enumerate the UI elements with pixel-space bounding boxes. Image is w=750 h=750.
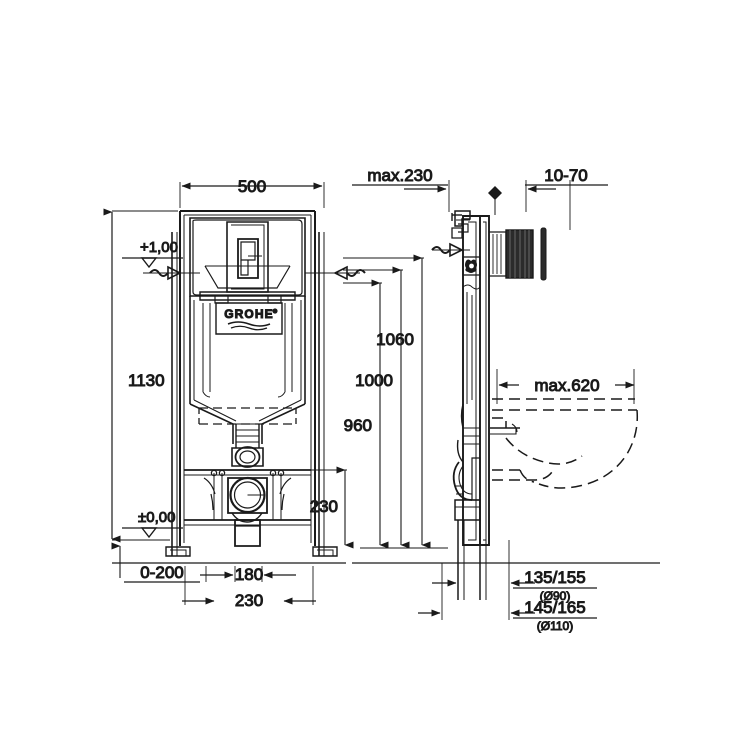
dim-0-200: 0-200 [111,542,200,583]
dim-height-1130: 1130 [103,208,178,543]
dim-1130-label: 1130 [128,371,165,390]
break-symbol-left [143,266,200,280]
dim-145-165-label: 145/165 [524,598,585,617]
dim-0-200-label: 0-200 [140,563,183,582]
dim-max620-label: max.620 [534,376,599,395]
level-triangle-floor-icon [141,527,157,538]
wc-bowl-outline [492,398,639,489]
front-view-drain [184,407,311,547]
dim-wall-135-155: 135/155 (Ø90) [432,540,597,604]
dim-1000-label: 1000 [355,371,393,390]
front-view-cistern: GROHE [189,217,306,468]
dim-wall-145-165: 145/165 (Ø110) [418,563,597,634]
dim-width-500: 500 [179,177,325,208]
dim-max620: max.620 [496,369,635,404]
level-marker-top: +1,00 [122,239,183,268]
grohe-wordmark: GROHE [224,307,274,321]
level-zero-label: ±0,00 [138,509,175,526]
level-plus-1-label: +1,00 [140,239,178,256]
dim-10-70: 10-70 [525,166,608,230]
dim-180-label: 180 [235,565,263,584]
dim-vertical-stack: 960 1000 1060 [343,254,448,549]
dim-135-155-label: 135/155 [524,568,585,587]
dim-180: 180 [200,565,296,585]
dim-1060-label: 1060 [376,330,414,349]
grohe-logo-plate: GROHE [215,302,283,335]
dim-145-165-sub-label: (Ø110) [537,619,573,633]
dim-230-bottom-label: 230 [235,591,263,610]
break-symbol-side [431,243,470,257]
dim-10-70-label: 10-70 [544,166,587,185]
break-symbol-right [305,266,366,280]
dim-230-bottom: 230 [182,566,316,611]
center-diamond-marker [488,186,502,215]
dim-135-155-sub-label: (Ø90) [540,589,571,603]
level-triangle-icon [141,257,157,268]
dim-drain-230: 230 [263,466,354,549]
dim-max230: max.230 [352,166,450,212]
front-view-frame [165,210,338,557]
dim-960-label: 960 [344,416,372,435]
side-view-assembly [451,210,547,600]
level-marker-floor: ±0,00 [122,509,183,538]
dim-max230-label: max.230 [367,166,432,185]
dim-230-drain-label: 230 [310,497,338,516]
dim-500-label: 500 [238,177,266,196]
